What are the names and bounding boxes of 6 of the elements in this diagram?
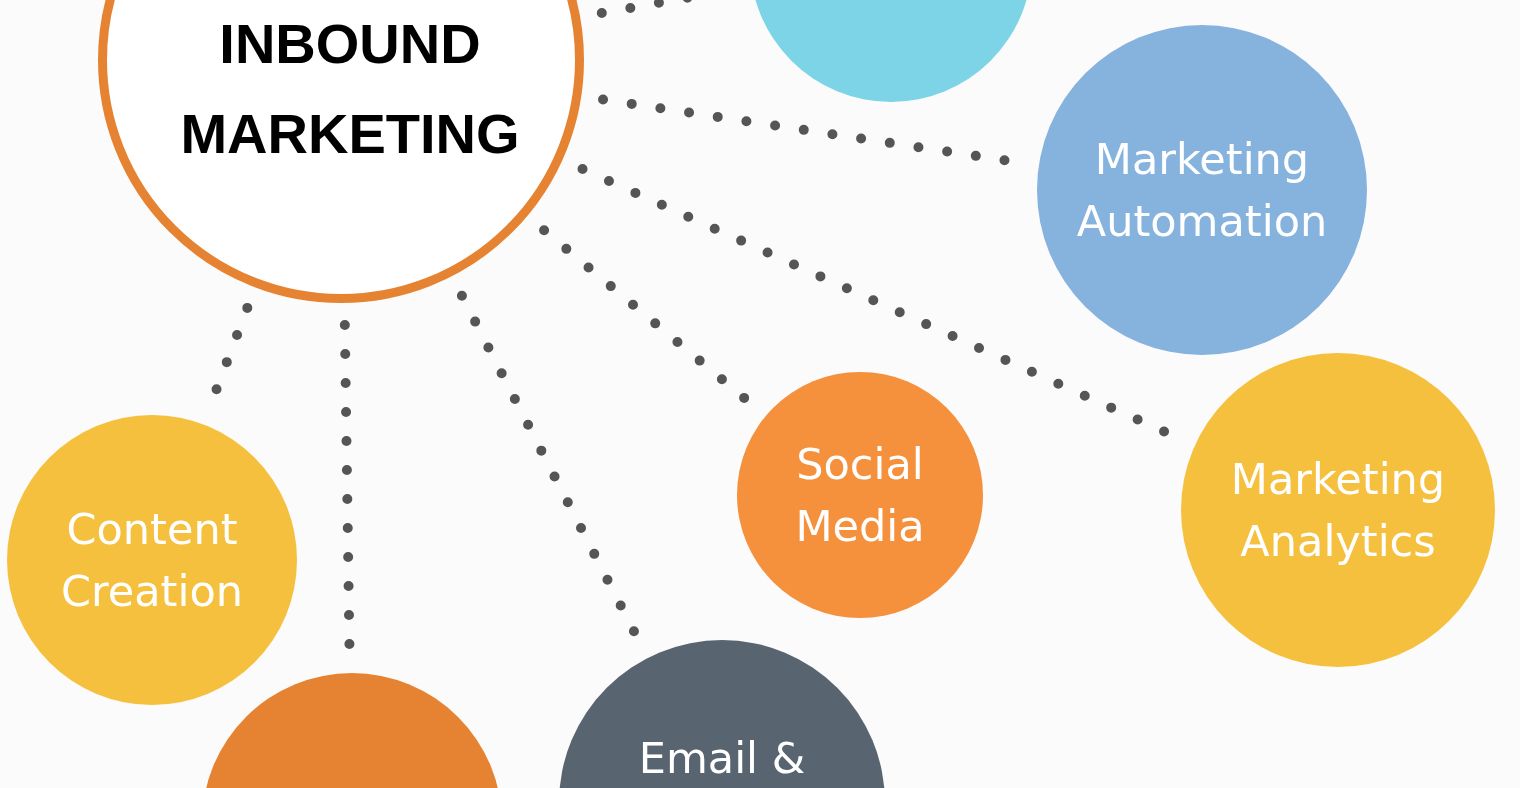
topic-label: Marketing Analytics <box>1229 452 1447 568</box>
topic-label: Email & <box>637 731 807 785</box>
topic-label: INBOUND MARKETING <box>179 11 521 167</box>
topic-label: Social Media <box>794 437 926 553</box>
topic-label: Marketing Automation <box>1075 132 1329 248</box>
topic-label: Content Creation <box>60 502 244 618</box>
